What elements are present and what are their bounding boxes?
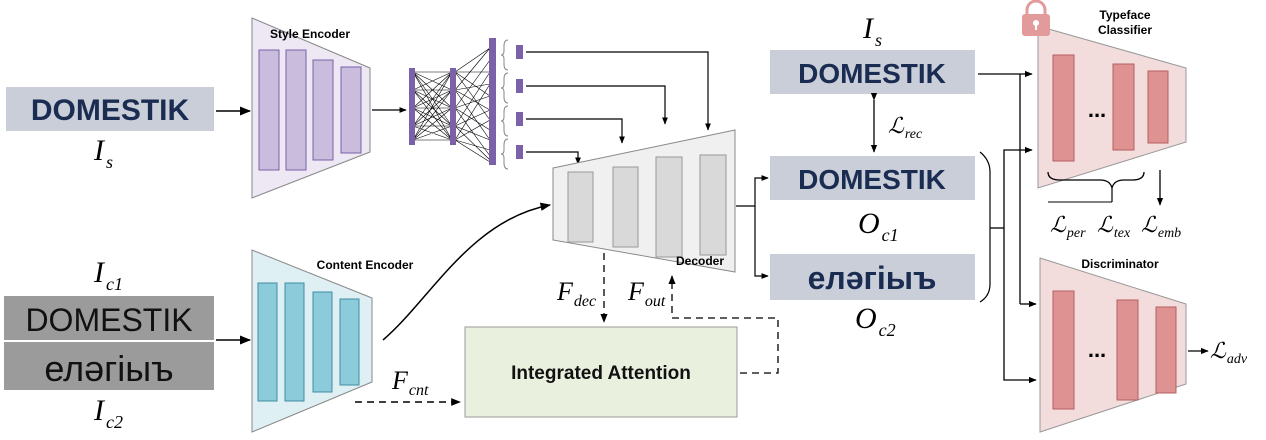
content-latin-bg — [4, 296, 214, 340]
content-encoder-bar-4 — [339, 298, 360, 386]
arrow-decoder-out2 — [754, 206, 769, 279]
label-L-tex: ℒtex — [1097, 212, 1131, 241]
style-mlp — [412, 47, 491, 163]
decoder-trapezoid — [552, 129, 736, 273]
mlp-layer-2 — [450, 68, 456, 145]
mlp-layer-3 — [489, 38, 496, 165]
label-F-out: Fout — [627, 277, 666, 310]
style-code-1 — [516, 45, 523, 59]
arrow-code4-decoder — [526, 151, 581, 165]
classifier-trapezoid — [1037, 25, 1187, 189]
style-input-text: DOMESTIK — [31, 94, 190, 127]
style-input-bg — [6, 87, 214, 131]
output1-text: DOMESTIK — [798, 164, 946, 195]
classifier-bar-2 — [1112, 63, 1135, 151]
style-encoder-bar-4 — [340, 66, 362, 154]
content-cyrillic-bg — [4, 342, 214, 390]
arrow-code3-decoder — [526, 118, 625, 144]
outputs-bracket — [979, 151, 991, 303]
decoder-bar-1 — [567, 171, 594, 243]
output2-text: елəгiыъ — [808, 260, 937, 296]
discriminator-label: Discriminator — [1081, 257, 1159, 271]
label-F-dec: Fdec — [556, 277, 596, 310]
decoder-bar-4 — [699, 154, 727, 256]
lock-icon — [1022, 0, 1050, 36]
content-encoder-bar-2 — [284, 282, 305, 402]
content-encoder-label: Content Encoder — [317, 258, 414, 272]
classifier-bar-3 — [1147, 70, 1169, 144]
arrow-fout — [668, 275, 779, 374]
classifier-label-2: Classifier — [1098, 23, 1152, 37]
content-cyrillic-text: елəгiыъ — [44, 348, 173, 389]
label-F-cnt: Fcnt — [391, 366, 429, 399]
integrated-attention-label: Integrated Attention — [511, 363, 691, 384]
mlp-brace-2 — [500, 72, 509, 104]
arrow-out-to-classifier — [1003, 146, 1033, 228]
style-input-image: DOMESTIK — [6, 87, 214, 131]
classifier-label-1: Typeface — [1099, 8, 1150, 22]
decoder-label: Decoder — [676, 254, 724, 268]
content-encoder-bar-1 — [257, 282, 278, 402]
arrow-out-to-discriminator — [1003, 228, 1037, 384]
arrow-content-to-decoder — [382, 202, 552, 341]
content-input-cyrillic: елəгiыъ — [4, 342, 214, 390]
classifier-ellipsis: ... — [1088, 97, 1106, 122]
style-code-2 — [516, 79, 523, 93]
arrow-decoder-out1 — [736, 175, 769, 207]
label-L-adv: ℒadv — [1210, 338, 1248, 367]
discriminator-bar-3 — [1155, 306, 1177, 394]
discriminator-trapezoid — [1039, 257, 1187, 433]
style-code-4 — [516, 145, 523, 159]
style-encoder-bar-1 — [258, 49, 280, 171]
mlp-brace-1 — [500, 39, 509, 71]
discriminator-bar-2 — [1116, 299, 1139, 401]
content-latin-text: DOMESTIK — [25, 302, 192, 338]
style-encoder-bar-3 — [312, 59, 334, 161]
output2-bg — [770, 254, 975, 300]
target-text: DOMESTIK — [798, 58, 946, 89]
arrow-code2-decoder — [526, 85, 668, 125]
output1-image: DOMESTIK — [770, 156, 975, 200]
style-encoder-label: Style Encoder — [270, 27, 350, 41]
discriminator-ellipsis: ... — [1088, 337, 1106, 362]
target-image: DOMESTIK — [770, 50, 975, 94]
arrow-code1-decoder — [526, 51, 711, 131]
mlp-layer-1 — [409, 68, 415, 145]
label-L-emb: ℒemb — [1141, 212, 1181, 241]
style-code-3 — [516, 112, 523, 126]
content-encoder-bar-3 — [312, 291, 333, 393]
mlp-brace-4 — [500, 138, 509, 170]
decoder-bar-2 — [612, 166, 639, 248]
output1-bg — [770, 156, 975, 200]
integrated-attention-box — [464, 326, 738, 418]
discriminator-bar-1 — [1052, 290, 1075, 410]
label-L-per: ℒper — [1050, 212, 1086, 241]
style-encoder-bar-2 — [285, 49, 307, 171]
label-L-rec: ℒrec — [888, 113, 923, 142]
content-encoder-trapezoid — [251, 249, 373, 433]
decoder-bar-3 — [655, 156, 683, 258]
mlp-brace-3 — [500, 105, 509, 137]
output2-image: елəгiыъ — [770, 254, 975, 300]
target-bg — [770, 50, 975, 94]
classifier-bar-1 — [1052, 54, 1075, 162]
content-input-latin: DOMESTIK — [4, 296, 214, 340]
